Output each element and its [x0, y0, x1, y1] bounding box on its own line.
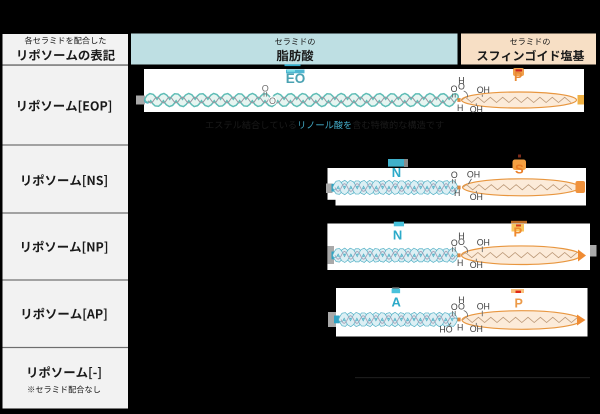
- svg-text:H: H: [458, 231, 464, 241]
- svg-text:O: O: [269, 96, 276, 106]
- svg-text:OH: OH: [470, 260, 483, 270]
- svg-text:OH: OH: [477, 85, 490, 95]
- svg-text:OH: OH: [470, 105, 483, 115]
- svg-text:H: H: [454, 188, 460, 198]
- svg-text:S: S: [515, 162, 524, 177]
- svg-text:OH: OH: [477, 302, 490, 312]
- svg-text:N: N: [393, 228, 402, 243]
- svg-text:OH: OH: [470, 324, 483, 334]
- svg-text:O: O: [458, 237, 465, 247]
- svg-text:H: H: [457, 258, 463, 268]
- svg-text:O: O: [451, 170, 458, 180]
- svg-text:O: O: [262, 84, 269, 94]
- svg-text:N: N: [392, 165, 401, 180]
- svg-text:EO: EO: [286, 71, 306, 86]
- svg-text:OH: OH: [467, 170, 480, 180]
- svg-text:H: H: [458, 295, 464, 305]
- svg-text:O: O: [451, 238, 458, 248]
- svg-text:P: P: [515, 297, 523, 311]
- svg-text:O: O: [458, 82, 465, 92]
- svg-text:P: P: [514, 225, 523, 240]
- svg-text:H: H: [457, 322, 463, 332]
- svg-text:OH: OH: [470, 192, 483, 202]
- svg-text:HO: HO: [439, 324, 452, 334]
- svg-text:O: O: [451, 302, 458, 312]
- svg-text:O: O: [458, 301, 465, 311]
- svg-text:H: H: [457, 103, 463, 113]
- svg-text:P: P: [514, 70, 522, 84]
- svg-text:O: O: [451, 84, 458, 94]
- svg-text:OH: OH: [477, 238, 490, 248]
- svg-text:A: A: [392, 294, 402, 309]
- svg-text:H: H: [458, 76, 464, 86]
